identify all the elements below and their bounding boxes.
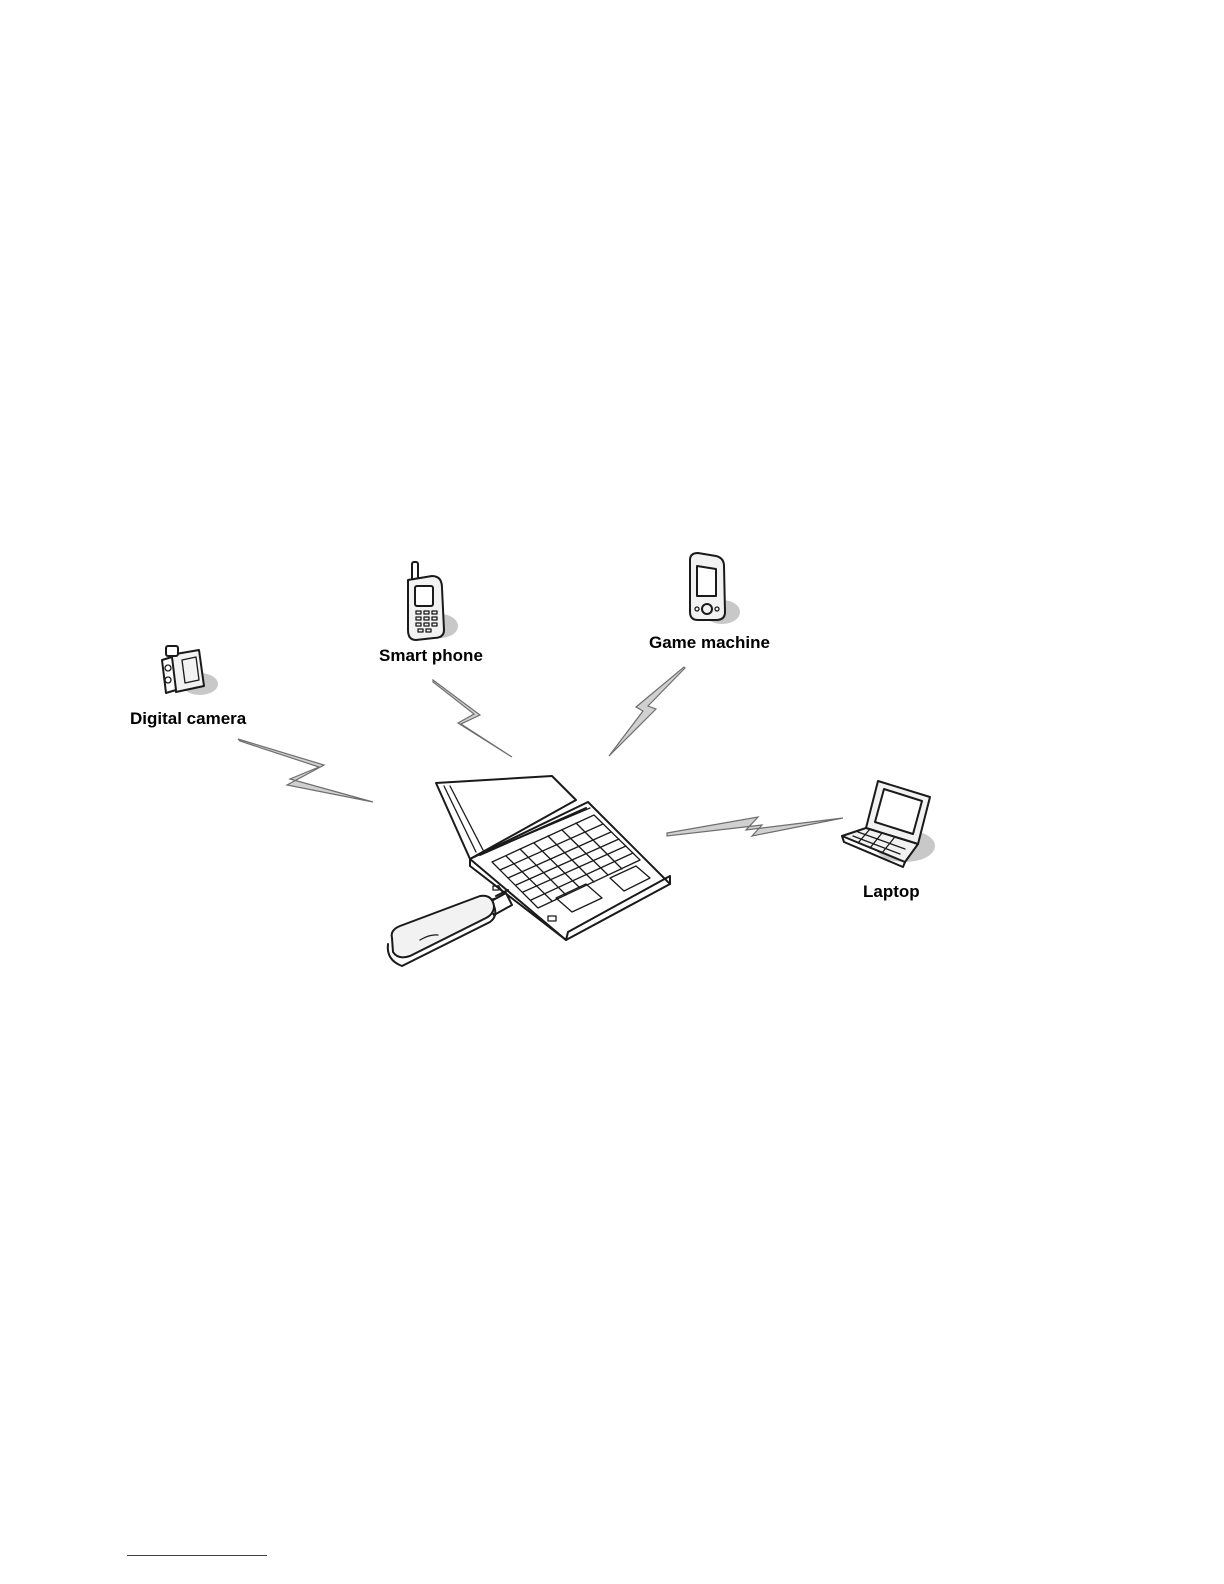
mobile-phone-icon [408,562,458,640]
wireless-link-laptop [667,817,843,836]
usb-modem-icon [388,886,512,966]
laptop-icon [842,781,935,867]
wireless-link-digital-camera [238,739,373,802]
wireless-link-smart-phone [433,680,512,757]
footnote-separator [127,1555,267,1556]
wireless-link-game-machine [609,667,685,756]
label-game-machine: Game machine [649,633,770,652]
label-laptop: Laptop [863,882,920,901]
handheld-game-icon [690,553,740,624]
label-smart-phone: Smart phone [379,646,483,665]
label-digital-camera: Digital camera [130,709,247,728]
camcorder-icon [162,646,218,695]
